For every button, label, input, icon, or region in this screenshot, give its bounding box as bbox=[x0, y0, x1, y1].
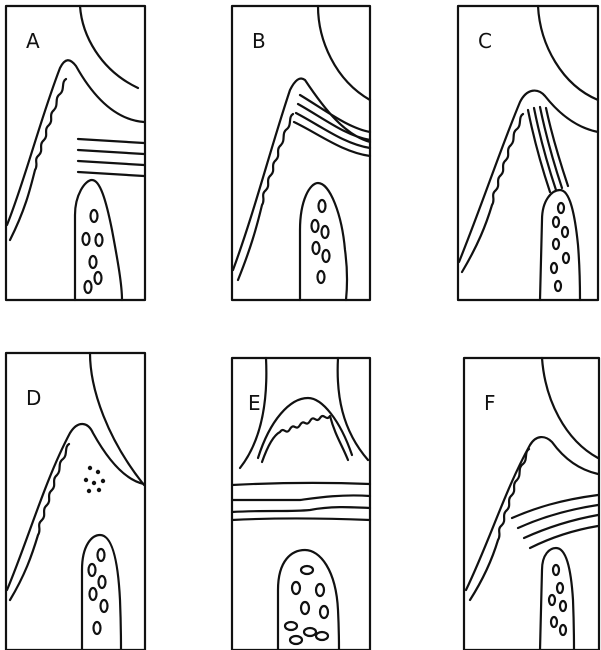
panel-f-marrow-cells bbox=[549, 565, 566, 635]
panel-f-outer-cap-line bbox=[466, 437, 598, 590]
panel-f-upper-bone-contour bbox=[542, 358, 598, 458]
panel-a: A bbox=[6, 6, 145, 300]
panel-c-marrow-cells bbox=[551, 203, 569, 291]
panel-e-marrow-cells bbox=[285, 566, 328, 644]
panel-a-growth-lines bbox=[78, 139, 144, 176]
panel-c-upper-bone-contour bbox=[538, 6, 598, 100]
panel-f-label: F bbox=[484, 391, 496, 415]
panel-c-growth-lines bbox=[528, 107, 568, 192]
panel-a-label: A bbox=[26, 29, 40, 53]
panel-e: E bbox=[232, 358, 370, 650]
panel-c: C bbox=[458, 6, 598, 300]
panel-a-inner-wavy-line bbox=[10, 79, 66, 240]
panel-b-label: B bbox=[252, 29, 266, 53]
panel-b-inner-wavy-line bbox=[238, 114, 293, 280]
panel-a-upper-bone-contour bbox=[80, 6, 138, 88]
panel-f-lower-bone bbox=[540, 548, 574, 650]
panel-c-inner-wavy-line bbox=[462, 114, 523, 272]
panel-d-dot-cluster bbox=[84, 466, 105, 493]
panel-f: F bbox=[464, 358, 599, 650]
panel-e-label: E bbox=[248, 391, 261, 415]
panel-e-outer-cap-line bbox=[258, 398, 352, 458]
panel-d-label: D bbox=[26, 386, 41, 410]
panel-d-inner-wavy-line bbox=[10, 444, 69, 600]
panel-b: B bbox=[232, 6, 370, 300]
panel-a-marrow-cells bbox=[83, 210, 103, 293]
panel-f-inner-wavy-line bbox=[470, 449, 529, 600]
panel-b-marrow-cells bbox=[312, 200, 330, 283]
panel-d-upper-bone-contour bbox=[90, 353, 144, 485]
panel-e-growth-lines bbox=[232, 483, 370, 520]
panel-d-lower-bone bbox=[82, 535, 121, 650]
panel-c-label: C bbox=[478, 29, 492, 53]
panel-b-growth-lines bbox=[294, 95, 370, 156]
panel-b-upper-bone-contour bbox=[318, 6, 370, 100]
panel-d: D bbox=[6, 353, 145, 650]
panel-d-marrow-cells bbox=[89, 549, 108, 634]
panel-f-growth-lines bbox=[512, 495, 598, 548]
